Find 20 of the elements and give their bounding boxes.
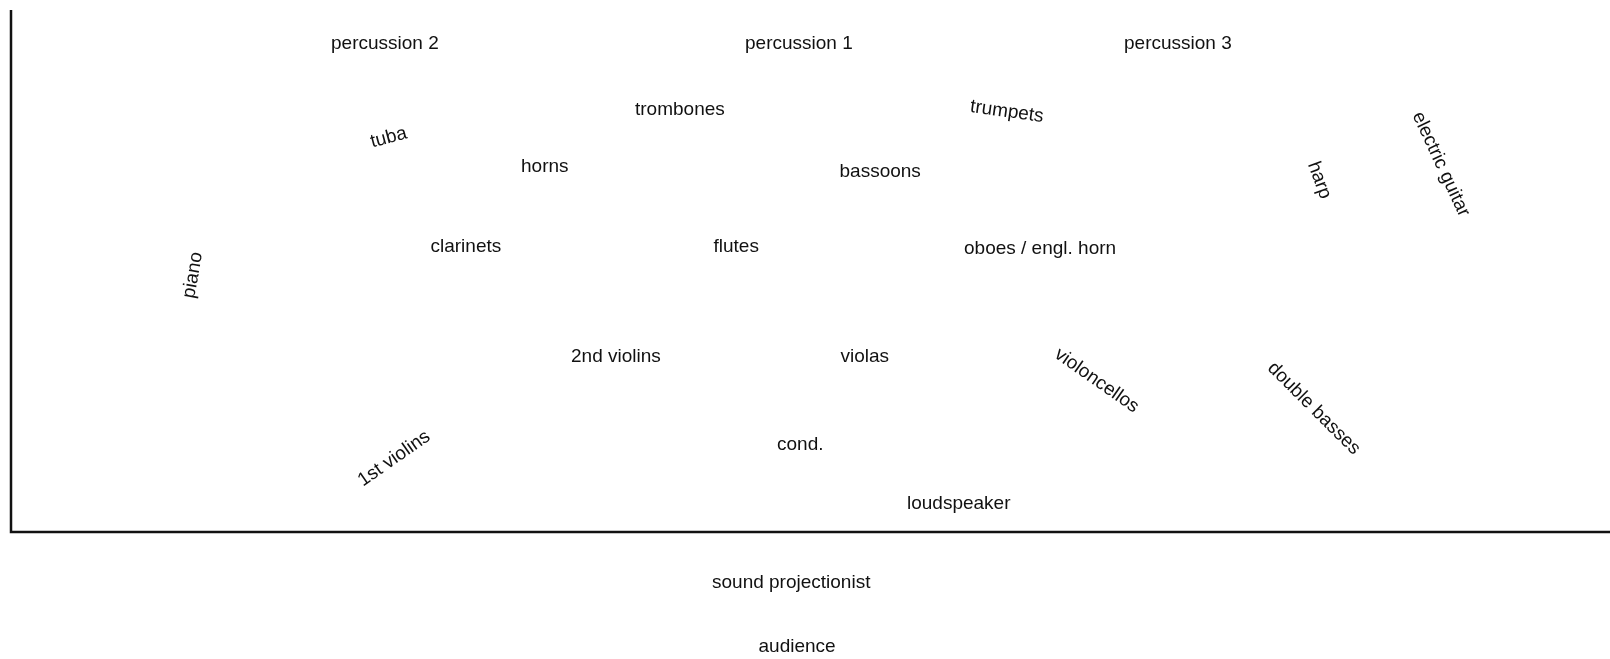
section-label: piano	[176, 250, 207, 300]
section-label: 2nd violins	[571, 345, 661, 367]
section-label: bassoons	[839, 160, 921, 182]
section-label: audience	[758, 635, 836, 657]
section-label: percussion 2	[331, 32, 439, 54]
section-label: percussion 3	[1124, 32, 1232, 54]
section-label: trumpets	[968, 94, 1046, 128]
section-label: electric guitar	[1407, 108, 1475, 220]
section-label: horns	[521, 155, 569, 177]
section-label: oboes / engl. horn	[964, 237, 1117, 259]
section-label: tuba	[367, 121, 409, 153]
section-label: loudspeaker	[907, 492, 1011, 514]
section-label: violas	[840, 345, 890, 367]
section-label: trombones	[635, 98, 725, 120]
section-label: flutes	[713, 235, 759, 257]
section-label: cond.	[777, 433, 824, 455]
section-label: percussion 1	[745, 32, 853, 54]
section-label: sound projectionist	[712, 571, 871, 593]
section-label: clarinets	[430, 235, 502, 257]
section-label: harp	[1303, 158, 1337, 202]
